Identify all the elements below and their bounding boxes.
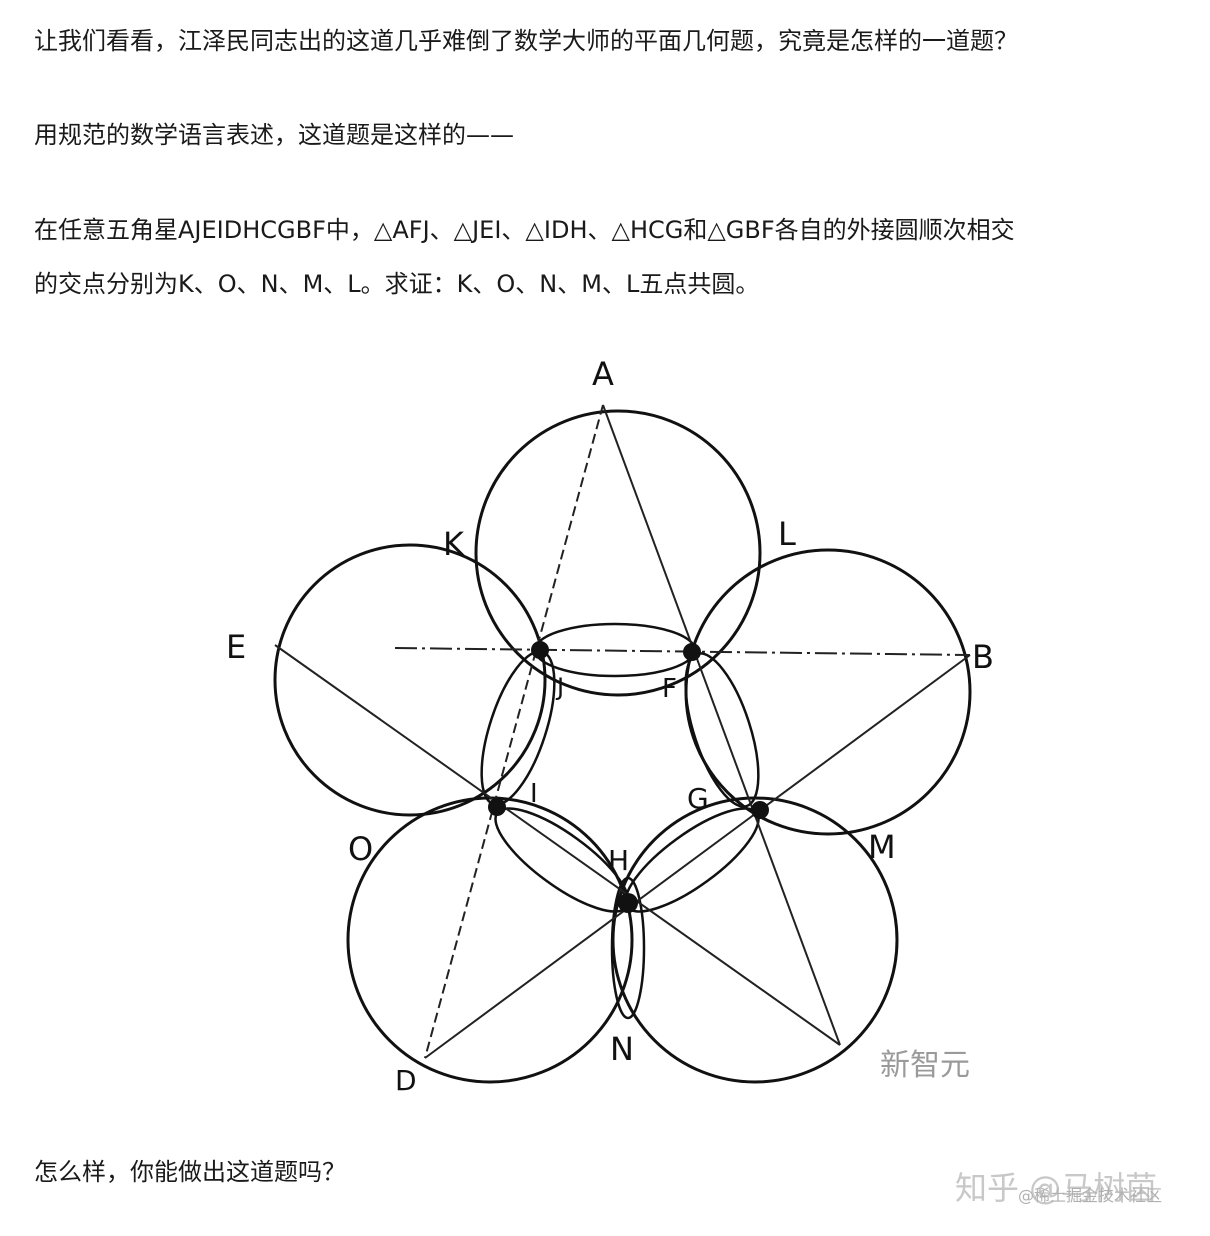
label-a: A xyxy=(592,355,614,393)
juejin-watermark: @稀土掘金技术社区 xyxy=(1018,1186,1163,1205)
label-l: L xyxy=(778,515,796,553)
circle-hcg xyxy=(611,796,899,1084)
label-e: E xyxy=(226,628,246,666)
zhihu-watermark: 知乎 @马树茵 xyxy=(955,1169,1158,1207)
point-i xyxy=(488,798,506,816)
label-o: O xyxy=(348,830,373,868)
problem-statement-line1: 在任意五角星AJEIDHCGBF中，△AFJ、△JEI、△IDH、△HCG和△G… xyxy=(34,216,1015,244)
point-h xyxy=(618,893,638,913)
circle-gbf xyxy=(684,548,972,836)
label-j: J xyxy=(555,673,564,701)
statement-intro: 用规范的数学语言表述，这道题是这样的—— xyxy=(34,121,514,149)
point-j xyxy=(531,641,549,659)
line-a-d xyxy=(424,404,604,1059)
pentagram-figure: A L K E B J F I G O M H N D 新智元 xyxy=(200,340,1020,1110)
line-b-d xyxy=(424,654,971,1059)
label-g: G xyxy=(687,782,709,815)
line-e-b xyxy=(394,647,971,656)
circle-jei xyxy=(273,543,547,817)
point-f xyxy=(683,643,701,661)
closing-question: 怎么样，你能做出这道题吗？ xyxy=(34,1158,346,1186)
figure-watermark: 新智元 xyxy=(880,1048,970,1083)
label-k: K xyxy=(443,525,465,563)
label-d: D xyxy=(395,1064,417,1097)
circle-afj xyxy=(474,409,762,697)
label-m: M xyxy=(868,828,896,866)
inner-arc-left xyxy=(480,650,556,806)
point-g xyxy=(751,801,769,819)
label-n: N xyxy=(610,1030,634,1068)
label-f: F xyxy=(662,674,677,704)
label-b: B xyxy=(972,638,994,676)
intro-paragraph: 让我们看看，江泽民同志出的这道几乎难倒了数学大师的平面几何题，究竟是怎样的一道题… xyxy=(34,27,1018,55)
line-e-c xyxy=(274,644,841,1046)
label-i: I xyxy=(530,779,538,809)
inner-arc-bottom xyxy=(610,876,646,1020)
circle-idh xyxy=(346,796,634,1084)
line-a-c xyxy=(602,404,841,1046)
label-h: H xyxy=(608,844,629,877)
pentagram-diagram: A L K E B J F I G O M H N D 新智元 xyxy=(226,355,994,1097)
problem-statement-line2: 的交点分别为K、O、N、M、L。求证：K、O、N、M、L五点共圆。 xyxy=(34,270,760,298)
